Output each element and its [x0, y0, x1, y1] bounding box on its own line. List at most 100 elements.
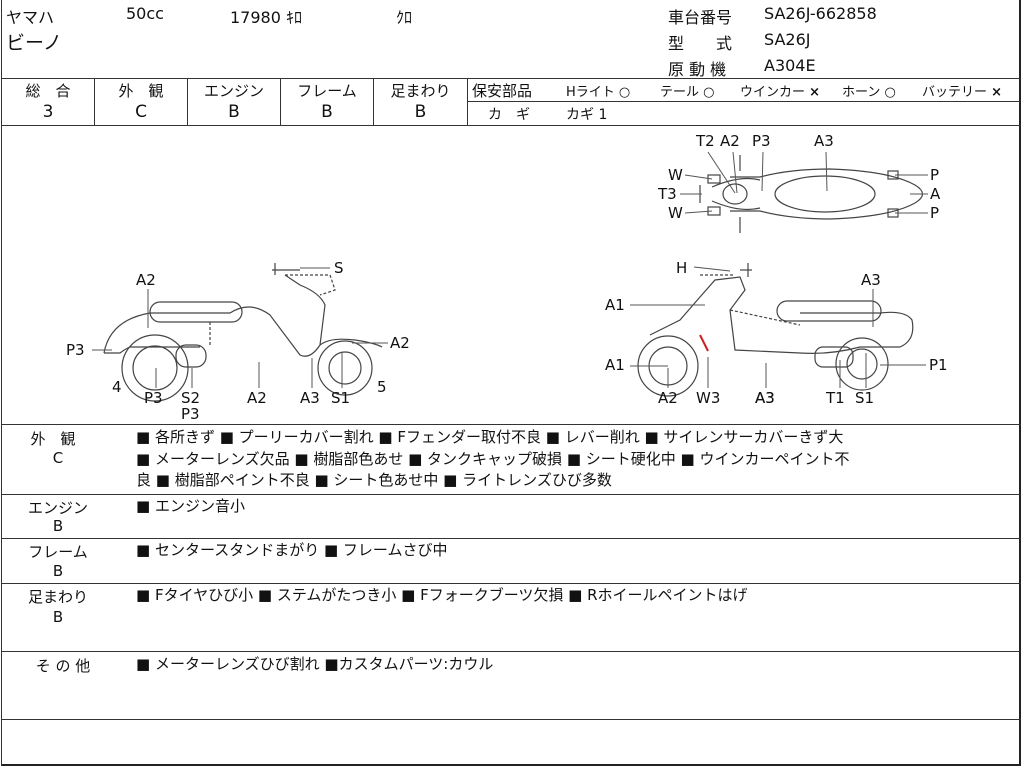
diagram-label: A3 [861, 271, 881, 289]
divider [467, 101, 1020, 102]
key-label: カ ギ [488, 107, 530, 123]
section-engine-grade: B [52, 517, 64, 535]
diagram-label: A3 [300, 389, 320, 407]
left-view-leaders [92, 267, 388, 388]
safety-item-name: バッテリー [922, 85, 988, 100]
safety-item-name: テール [660, 85, 700, 100]
section-other-line: ■ メーターレンズひび割れ ■カスタムパーツ:カウル [136, 655, 494, 673]
section-frame-label: フレーム [28, 543, 88, 561]
key-value: カギ 1 [566, 107, 608, 123]
grade-suspension-value: B [414, 102, 427, 122]
engine-value: A304E [764, 56, 816, 75]
diagram-label: P3 [181, 405, 200, 423]
diagram-label: A2 [390, 334, 410, 352]
section-exterior-line: 良 ■ 樹脂部ペイント不良 ■ シート色あせ中 ■ ライトレンズひび多数 [136, 471, 612, 489]
section-exterior-label: 外 観 [30, 430, 76, 448]
safety-item-name: ホーン [842, 85, 881, 100]
safety-item-name: Hライト [566, 85, 615, 100]
diagram-label: P1 [929, 356, 948, 374]
divider [280, 78, 281, 125]
diagram-label: A2 [720, 132, 740, 150]
displacement: 50cc [126, 4, 164, 23]
safety-headlight: Hライト ○ [566, 81, 630, 100]
section-engine-line: ■ エンジン音小 [136, 497, 245, 515]
divider [1, 494, 1021, 495]
left-view-labels: S A2 P3 A2 4 P3 S2 P3 A2 A3 S1 5 [66, 259, 410, 423]
type-label: 型 式 [668, 34, 733, 53]
top-view-labels: T2 A2 P3 A3 W T3 W P A P [657, 132, 941, 222]
grade-engine-value: B [228, 102, 240, 122]
diagram-label: W [668, 204, 683, 222]
diagram-label: A2 [136, 271, 156, 289]
safety-battery: バッテリー × [922, 81, 1002, 100]
divider [1, 78, 1021, 79]
diagram-label: S2 [181, 389, 200, 407]
type-value: SA26J [764, 30, 811, 49]
diagram-label: 5 [377, 378, 387, 396]
diagram-label: P [930, 166, 939, 184]
grade-overall-label: 総 合 [25, 82, 71, 100]
divider [373, 78, 374, 125]
maker: ヤマハ [6, 8, 55, 27]
safety-winker: ウインカー × [740, 81, 820, 100]
section-engine-label: エンジン [27, 499, 88, 517]
divider [1, 651, 1021, 652]
diagram-label: A3 [755, 389, 775, 407]
engine-label: 原 動 機 [668, 60, 727, 79]
diagram-label: P [930, 204, 939, 222]
diagram-label: W [668, 166, 683, 184]
diagram-label: T2 [695, 132, 715, 150]
safety-item-name: ウインカー [740, 85, 806, 100]
divider [94, 78, 95, 125]
grade-engine-label: エンジン [203, 82, 264, 100]
divider [1, 0, 2, 766]
safety-label: 保安部品 [472, 82, 533, 100]
model-name: ビーノ [6, 32, 62, 54]
grade-frame-label: フレーム [297, 82, 357, 100]
safety-tail: テール ○ [660, 81, 715, 100]
section-exterior-line: ■ 各所きず ■ プーリーカバー割れ ■ Fフェンダー取付不良 ■ レバー削れ … [136, 428, 844, 446]
diagram-label: A [930, 185, 941, 203]
grade-overall-value: 3 [42, 102, 54, 122]
safety-horn: ホーン ○ [842, 81, 896, 100]
section-other-label: そ の 他 [35, 657, 91, 675]
diagram-label: S1 [855, 389, 874, 407]
color: ｸﾛ [396, 8, 413, 27]
section-suspension-label: 足まわり [27, 588, 88, 606]
mileage: 17980 ｷﾛ [230, 8, 302, 27]
section-exterior-line: ■ メーターレンズ欠品 ■ 樹脂部色あせ ■ タンクキャップ破損 ■ シート硬化… [136, 450, 850, 468]
grade-frame-value: B [321, 102, 333, 122]
diagram-label: A1 [605, 296, 625, 314]
safety-mark: ○ [884, 85, 896, 100]
diagram-label: A3 [814, 132, 834, 150]
diagram-label: P3 [66, 341, 85, 359]
safety-mark: × [809, 85, 821, 100]
section-frame-grade: B [52, 562, 64, 580]
divider [1, 583, 1021, 584]
section-exterior-grade: C [52, 449, 64, 467]
grade-exterior-label: 外 観 [118, 82, 164, 100]
section-frame-line: ■ センタースタンドまがり ■ フレームさび中 [136, 541, 448, 559]
grade-exterior-value: C [135, 102, 147, 122]
frame-no-label: 車台番号 [668, 8, 733, 27]
right-view-labels: H A3 A1 A1 A3 P1 A2 W3 A3 T1 S1 [605, 259, 948, 407]
grade-suspension-label: 足まわり [390, 82, 451, 100]
diagram-label: A3 [755, 389, 775, 407]
diagram-label: S1 [331, 389, 350, 407]
damage-diagram: T2 A2 P3 A3 W T3 W P A P S A2 P3 A2 4 P3 [66, 132, 948, 423]
diagram-label: A2 [658, 389, 678, 407]
diagram-label: A1 [605, 356, 625, 374]
top-view-scooter [699, 155, 924, 233]
divider [187, 78, 188, 125]
section-suspension-line: ■ Fタイヤひび小 ■ ステムがたつき小 ■ Fフォークブーツ欠損 ■ Rホイー… [136, 586, 748, 604]
right-view-leaders [630, 266, 926, 388]
damage-mark [699, 334, 709, 352]
diagram-label: W3 [696, 389, 720, 407]
diagram-label: T3 [657, 185, 677, 203]
top-view-leaders [680, 151, 928, 214]
divider [1, 538, 1021, 539]
safety-mark: ○ [703, 85, 715, 100]
frame-no: SA26J-662858 [764, 4, 877, 23]
diagram-label: H [676, 259, 687, 277]
safety-mark: ○ [618, 85, 631, 100]
